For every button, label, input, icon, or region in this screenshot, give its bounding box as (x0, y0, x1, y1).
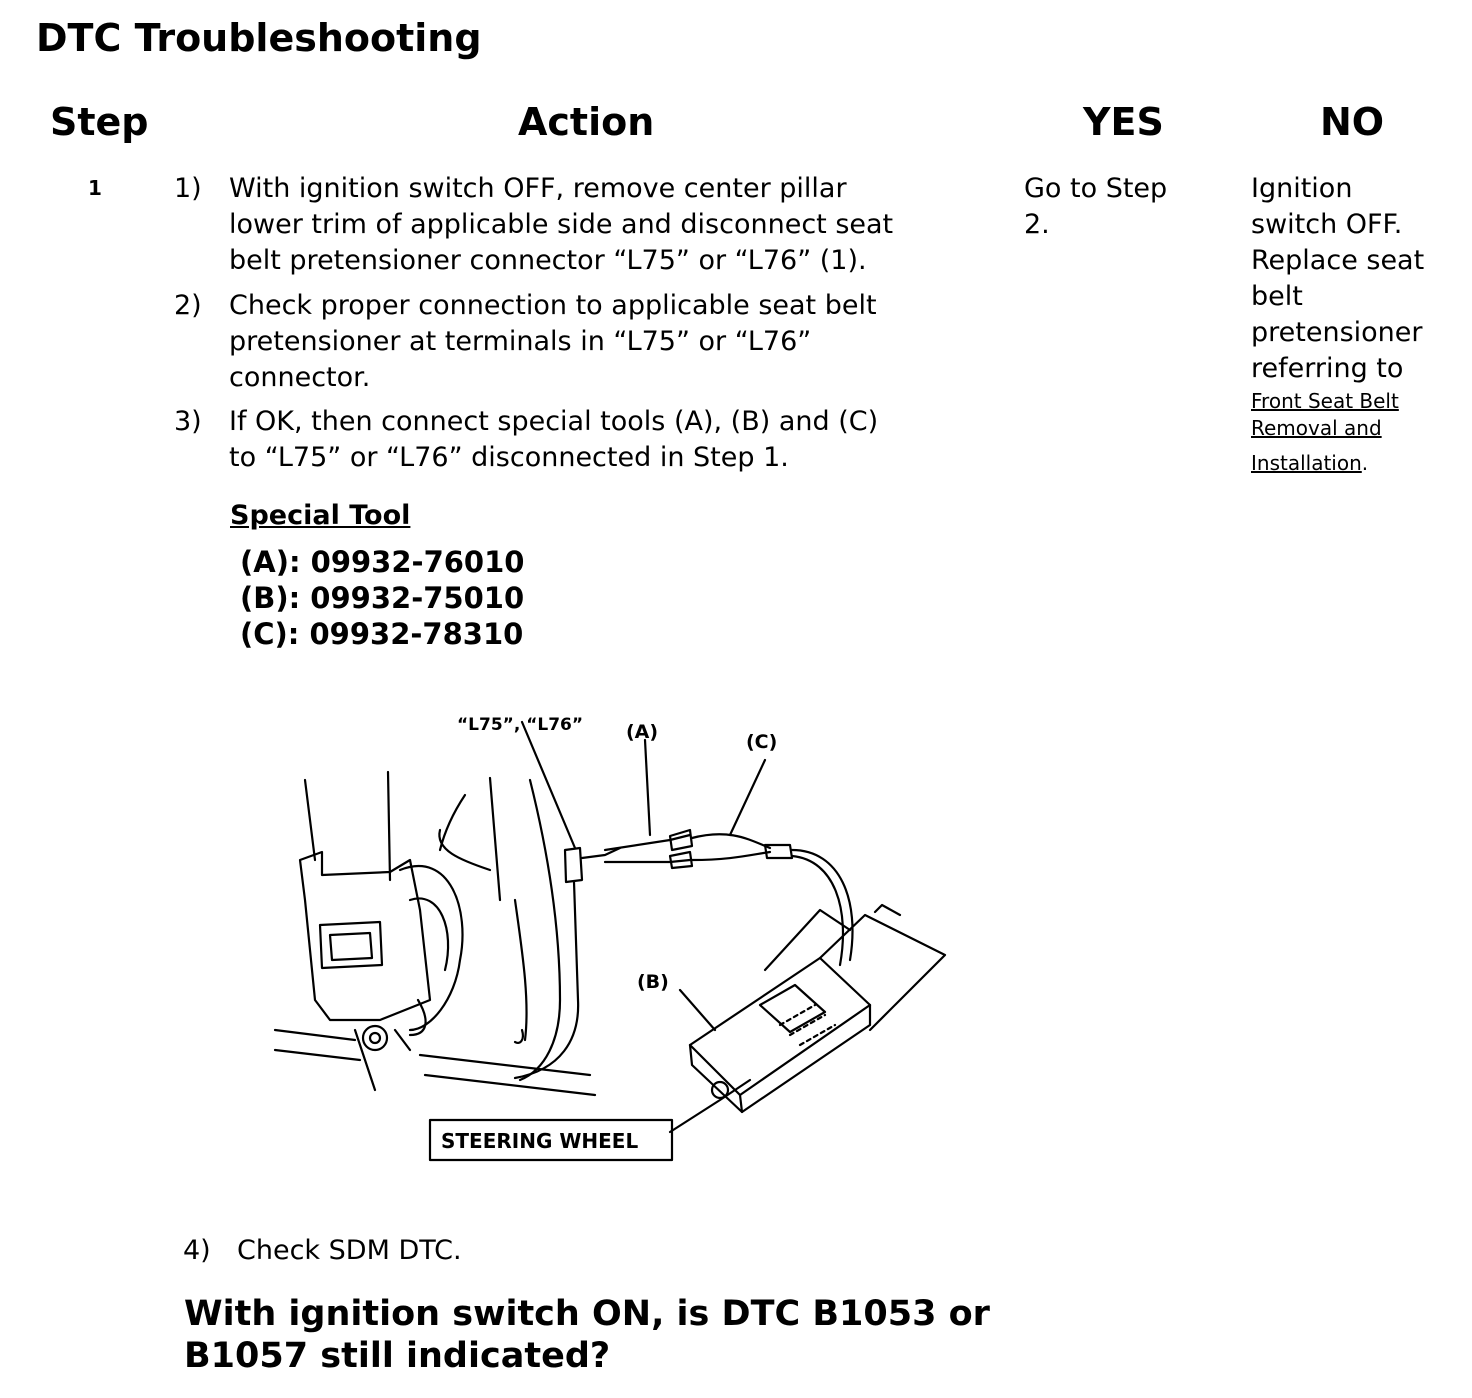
header-no: NO (1320, 100, 1385, 144)
seat-belt-retractor (298, 850, 432, 1022)
special-tool-list: (A): 09932-76010 (B): 09932-75010 (C): 0… (240, 544, 524, 652)
steering-wheel-label-box (428, 1118, 674, 1162)
action-2-text: Check proper connection to applicable se… (229, 288, 877, 396)
label-a: (A) (626, 721, 658, 743)
header-step: Step (50, 100, 149, 144)
question-text: With ignition switch ON, is DTC B1053 or… (184, 1293, 990, 1377)
belt-line (303, 778, 317, 862)
bolt (361, 1024, 389, 1052)
front-seat-belt-link-line-1[interactable]: Front Seat Belt (1251, 389, 1399, 413)
special-tool-a: (A): 09932-76010 (240, 545, 525, 579)
action-3-line-2: to “L75” or “L76” disconnected in Step 1… (229, 442, 789, 473)
front-seat-belt-link-line-2[interactable]: Removal and (1251, 416, 1382, 440)
tool-c-cable (790, 848, 854, 962)
action-3-number: 3) (174, 406, 202, 437)
no-line-3: Replace seat (1251, 245, 1425, 276)
special-tool-heading: Special Tool (230, 500, 411, 531)
action-3-text: If OK, then connect special tools (A), (… (229, 404, 878, 476)
label-connector: “L75”, “L76” (457, 715, 583, 735)
action-2-line-3: connector. (229, 362, 371, 393)
no-link-block[interactable]: Front Seat Belt Removal and Installation… (1251, 388, 1399, 477)
action-1-line-3: belt pretensioner connector “L75” or “L7… (229, 245, 867, 276)
tool-a-harness (603, 833, 692, 852)
tool-b-box (688, 956, 872, 1097)
action-2-number: 2) (174, 290, 202, 321)
yes-line-1: Go to Step (1024, 173, 1168, 204)
label-c: (C) (746, 731, 777, 753)
special-tool-b: (B): 09932-75010 (240, 581, 525, 615)
label-steering-wheel: STEERING WHEEL (441, 1129, 638, 1153)
no-line-1: Ignition (1251, 173, 1353, 204)
no-line-6: referring to (1251, 353, 1404, 384)
no-text: Ignition switch OFF. Replace seat belt p… (1251, 171, 1424, 387)
no-line-2: switch OFF. (1251, 209, 1403, 240)
connection-illustration: “L75”, “L76” (A) (C) (B) STEERING WHEEL (273, 715, 947, 1162)
page-title: DTC Troubleshooting (36, 16, 482, 60)
action-2-line-2: pretensioner at terminals in “L75” or “L… (229, 326, 812, 357)
action-1-line-1: With ignition switch OFF, remove center … (229, 173, 847, 204)
special-tool-c: (C): 09932-78310 (240, 617, 524, 651)
action-2-line-1: Check proper connection to applicable se… (229, 290, 877, 321)
no-link-suffix: . (1361, 451, 1369, 475)
connector-l75-l76 (563, 846, 584, 884)
header-yes: YES (1083, 100, 1164, 144)
step-number: 1 (88, 176, 102, 200)
action-4-number: 4) (183, 1235, 211, 1266)
action-1-text: With ignition switch OFF, remove center … (229, 171, 893, 279)
question-line-1: With ignition switch ON, is DTC B1053 or (184, 1294, 990, 1334)
no-line-4: belt (1251, 281, 1303, 312)
label-b: (B) (637, 971, 669, 993)
front-seat-belt-link-line-3[interactable]: Installation (1251, 451, 1362, 475)
yes-line-2: 2. (1024, 209, 1050, 240)
action-1-line-2: lower trim of applicable side and discon… (229, 209, 894, 240)
yes-text: Go to Step 2. (1024, 171, 1167, 243)
header-action: Action (518, 100, 655, 144)
action-1-number: 1) (174, 173, 202, 204)
action-3-line-1: If OK, then connect special tools (A), (… (229, 406, 879, 437)
question-line-2: B1057 still indicated? (184, 1336, 611, 1376)
no-line-5: pretensioner (1251, 317, 1423, 348)
action-4-text: Check SDM DTC. (237, 1235, 462, 1266)
